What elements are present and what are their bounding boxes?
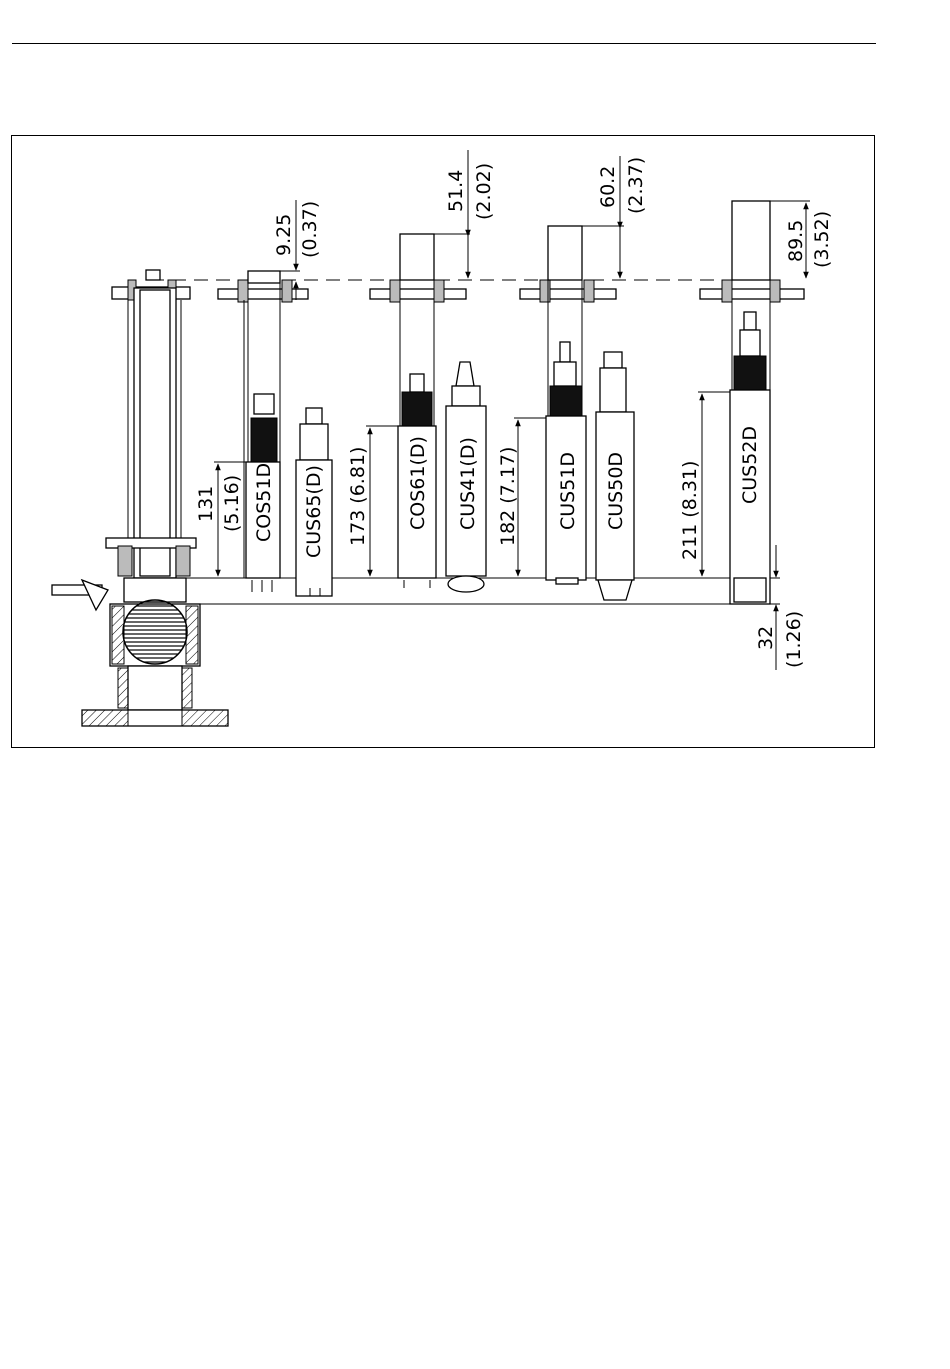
dim-211: 211 (8.31)	[679, 461, 701, 560]
dim-173: 173 (6.81)	[347, 447, 369, 546]
dim-131-mm: 131	[195, 486, 217, 522]
dim-895-in: (3.52)	[811, 211, 833, 268]
dimension-173	[366, 426, 398, 576]
dim-602-in: (2.37)	[625, 157, 647, 214]
dim-925-in: (0.37)	[299, 201, 321, 258]
sensor-label-cos61d: COS61(D)	[407, 436, 429, 530]
dim-514-mm: 51.4	[445, 170, 467, 212]
sensor-label-cus52d: CUS52D	[739, 426, 761, 504]
dim-32-mm: 32	[755, 626, 777, 650]
sensor-label-cus51d: CUS51D	[557, 452, 579, 530]
dim-925-mm: 9.25	[273, 214, 295, 256]
sensor-label-cos51d: COS51D	[253, 463, 275, 542]
dim-895-mm: 89.5	[785, 220, 807, 262]
sensor-label-cus65: CUS65(D)	[303, 465, 325, 558]
sensor-label-cus41d: CUS41(D)	[457, 437, 479, 530]
sensor-label-cus50d: CUS50D	[605, 452, 627, 530]
dim-182: 182 (7.17)	[497, 447, 519, 546]
dimension-51-4	[434, 150, 470, 278]
dim-32-in: (1.26)	[783, 611, 805, 668]
dimension-211	[698, 392, 730, 576]
dim-131-in: (5.16)	[221, 475, 243, 532]
dim-514-in: (2.02)	[473, 163, 495, 220]
dim-602-mm: 60.2	[597, 166, 619, 208]
